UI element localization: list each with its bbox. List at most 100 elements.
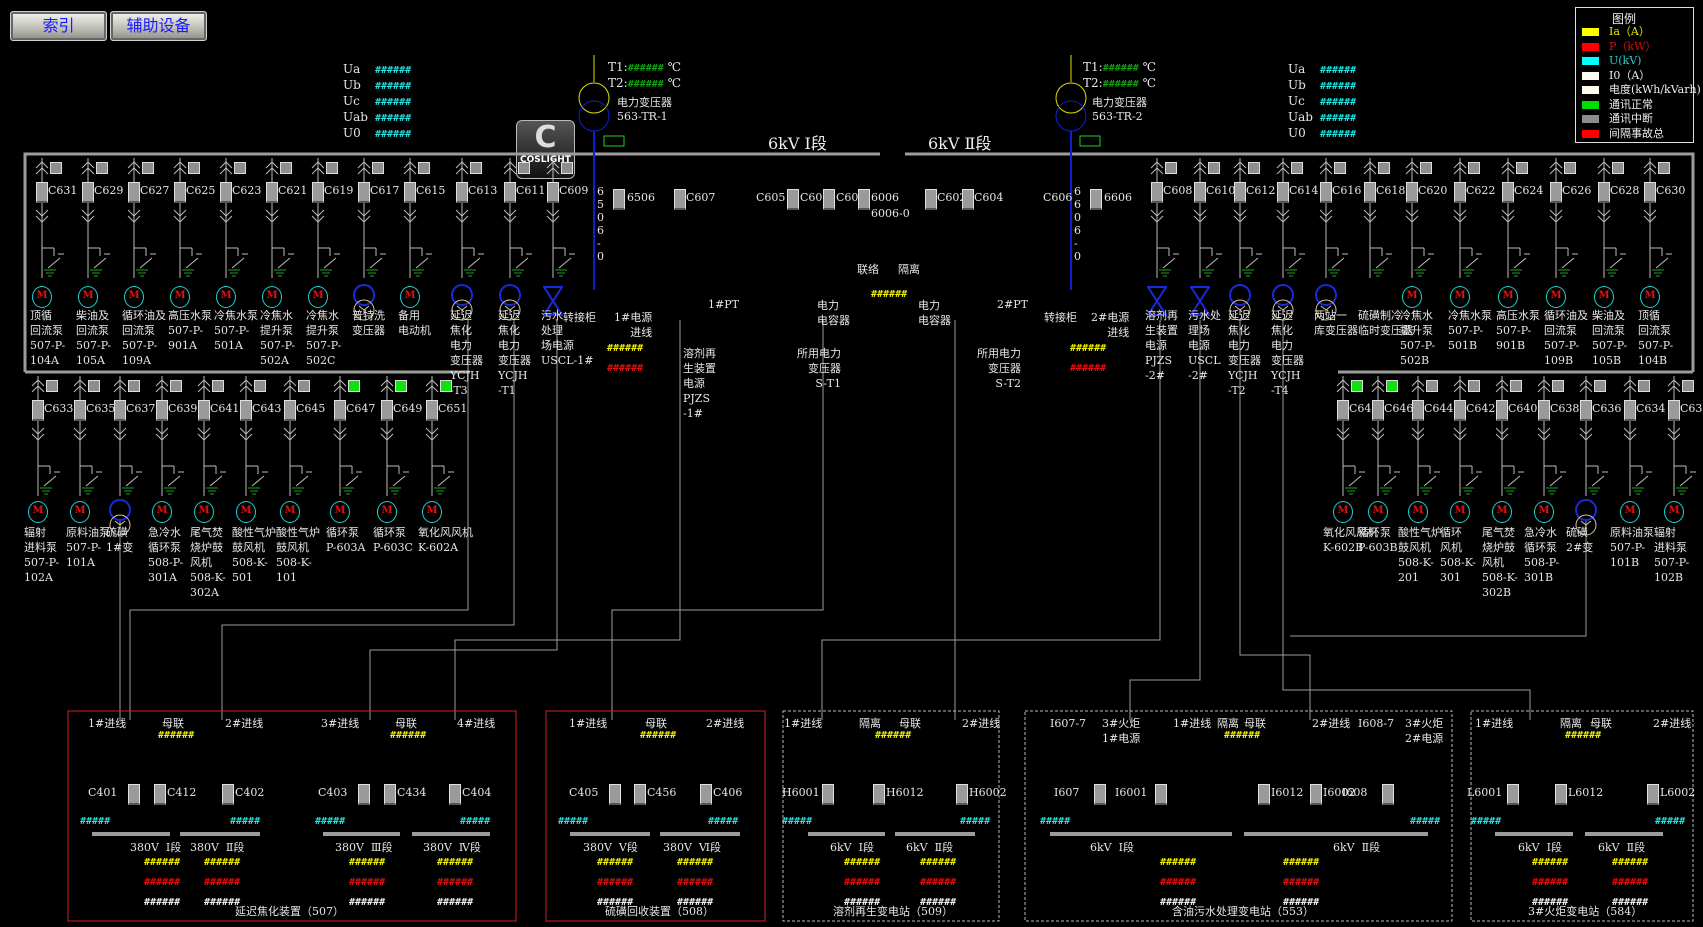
breaker[interactable] xyxy=(1507,784,1519,805)
breaker-c601[interactable] xyxy=(823,189,835,210)
load-label: 顶循 回流泵 507-P- 104B xyxy=(1638,309,1674,367)
breaker[interactable] xyxy=(1258,784,1270,805)
breaker[interactable] xyxy=(1580,400,1592,421)
breaker-label: L6001 xyxy=(1467,786,1503,799)
breaker-c604-label: C604 xyxy=(974,191,1004,204)
breaker[interactable] xyxy=(1496,400,1508,421)
breaker[interactable] xyxy=(32,400,44,421)
substation-label: 母联 xyxy=(162,717,184,730)
breaker-6006[interactable] xyxy=(858,189,870,210)
breaker[interactable] xyxy=(222,784,234,805)
breaker[interactable] xyxy=(1406,182,1418,203)
breaker[interactable] xyxy=(426,400,438,421)
breaker[interactable] xyxy=(1194,182,1206,203)
breaker[interactable] xyxy=(1647,784,1659,805)
breaker[interactable] xyxy=(456,182,468,203)
breaker[interactable] xyxy=(504,182,516,203)
breaker[interactable] xyxy=(381,400,393,421)
breaker[interactable] xyxy=(82,182,94,203)
breaker-c604[interactable] xyxy=(962,189,974,210)
breaker[interactable] xyxy=(334,400,346,421)
voltage-value: ###### xyxy=(375,97,412,108)
breaker[interactable] xyxy=(358,182,370,203)
breaker[interactable] xyxy=(384,784,396,805)
breaker[interactable] xyxy=(1094,784,1106,805)
breaker[interactable] xyxy=(128,182,140,203)
breaker[interactable] xyxy=(1382,784,1394,805)
breaker[interactable] xyxy=(1364,182,1376,203)
breaker[interactable] xyxy=(36,182,48,203)
breaker[interactable] xyxy=(609,784,621,805)
source-2-ia: ###### xyxy=(1070,343,1107,354)
substation-label: 母联 xyxy=(645,717,667,730)
breaker[interactable] xyxy=(128,784,140,805)
breaker[interactable] xyxy=(873,784,885,805)
breaker[interactable] xyxy=(312,182,324,203)
breaker-6606[interactable] xyxy=(1090,189,1102,210)
breaker-c603[interactable] xyxy=(787,189,799,210)
breaker[interactable] xyxy=(449,784,461,805)
bus-energy: ###### xyxy=(437,897,474,908)
breaker[interactable] xyxy=(956,784,968,805)
index-button[interactable]: 索引 xyxy=(10,11,107,41)
transfer-cabinet-1-label: 转接柜 xyxy=(563,311,596,324)
breaker[interactable] xyxy=(1151,182,1163,203)
breaker[interactable] xyxy=(404,182,416,203)
breaker[interactable] xyxy=(1454,182,1466,203)
bus-energy: ###### xyxy=(1283,897,1320,908)
breaker[interactable] xyxy=(1337,400,1349,421)
c601-load-label: 电力 电容器 xyxy=(817,299,850,327)
breaker[interactable] xyxy=(822,784,834,805)
breaker[interactable] xyxy=(114,400,126,421)
aux-equipment-button[interactable]: 辅助设备 xyxy=(110,11,207,41)
breaker[interactable] xyxy=(154,784,166,805)
breaker[interactable] xyxy=(1277,182,1289,203)
breaker-6506[interactable] xyxy=(613,189,625,210)
substation-label: I607-7 xyxy=(1050,717,1087,730)
comm-status-indicator xyxy=(1165,162,1177,174)
breaker-label: C406 xyxy=(713,786,743,799)
breaker[interactable] xyxy=(700,784,712,805)
comm-status-indicator xyxy=(46,380,58,392)
breaker[interactable] xyxy=(1555,784,1567,805)
breaker[interactable] xyxy=(1155,784,1167,805)
breaker[interactable] xyxy=(1624,400,1636,421)
breaker[interactable] xyxy=(1310,784,1322,805)
breaker[interactable] xyxy=(1668,400,1680,421)
substation-name: 3#火炬变电站（584） xyxy=(1528,905,1643,918)
breaker[interactable] xyxy=(266,182,278,203)
feeder-line xyxy=(1501,158,1530,278)
breaker[interactable] xyxy=(1234,182,1246,203)
breaker[interactable] xyxy=(1412,400,1424,421)
motor-icon: M xyxy=(1534,501,1554,523)
breaker[interactable] xyxy=(1598,182,1610,203)
breaker[interactable] xyxy=(358,784,370,805)
comm-status-indicator xyxy=(298,380,310,392)
feeder-line xyxy=(1597,158,1626,278)
breaker[interactable] xyxy=(1320,182,1332,203)
breaker[interactable] xyxy=(284,400,296,421)
breaker[interactable] xyxy=(1372,400,1384,421)
breaker[interactable] xyxy=(1550,182,1562,203)
bus-section-2-title: 6kV Ⅱ段 xyxy=(928,134,992,153)
breaker-label: H6002 xyxy=(969,786,1007,799)
breaker[interactable] xyxy=(240,400,252,421)
breaker[interactable] xyxy=(1502,182,1514,203)
breaker[interactable] xyxy=(174,182,186,203)
breaker[interactable] xyxy=(1538,400,1550,421)
breaker-c607[interactable] xyxy=(674,189,686,210)
breaker[interactable] xyxy=(634,784,646,805)
breaker[interactable] xyxy=(74,400,86,421)
breaker[interactable] xyxy=(1644,182,1656,203)
breaker[interactable] xyxy=(547,182,559,203)
breaker-label: I6001 xyxy=(1115,786,1148,799)
breaker-label: C618 xyxy=(1376,184,1406,197)
load-label: 冷焦水 提升泵 507-P- 502A xyxy=(260,309,296,367)
breaker-c602[interactable] xyxy=(925,189,937,210)
bus-power: ###### xyxy=(1283,877,1320,888)
breaker[interactable] xyxy=(156,400,168,421)
breaker[interactable] xyxy=(220,182,232,203)
breaker[interactable] xyxy=(198,400,210,421)
breaker[interactable] xyxy=(1454,400,1466,421)
substation-label: 1#进线 xyxy=(1475,717,1514,730)
